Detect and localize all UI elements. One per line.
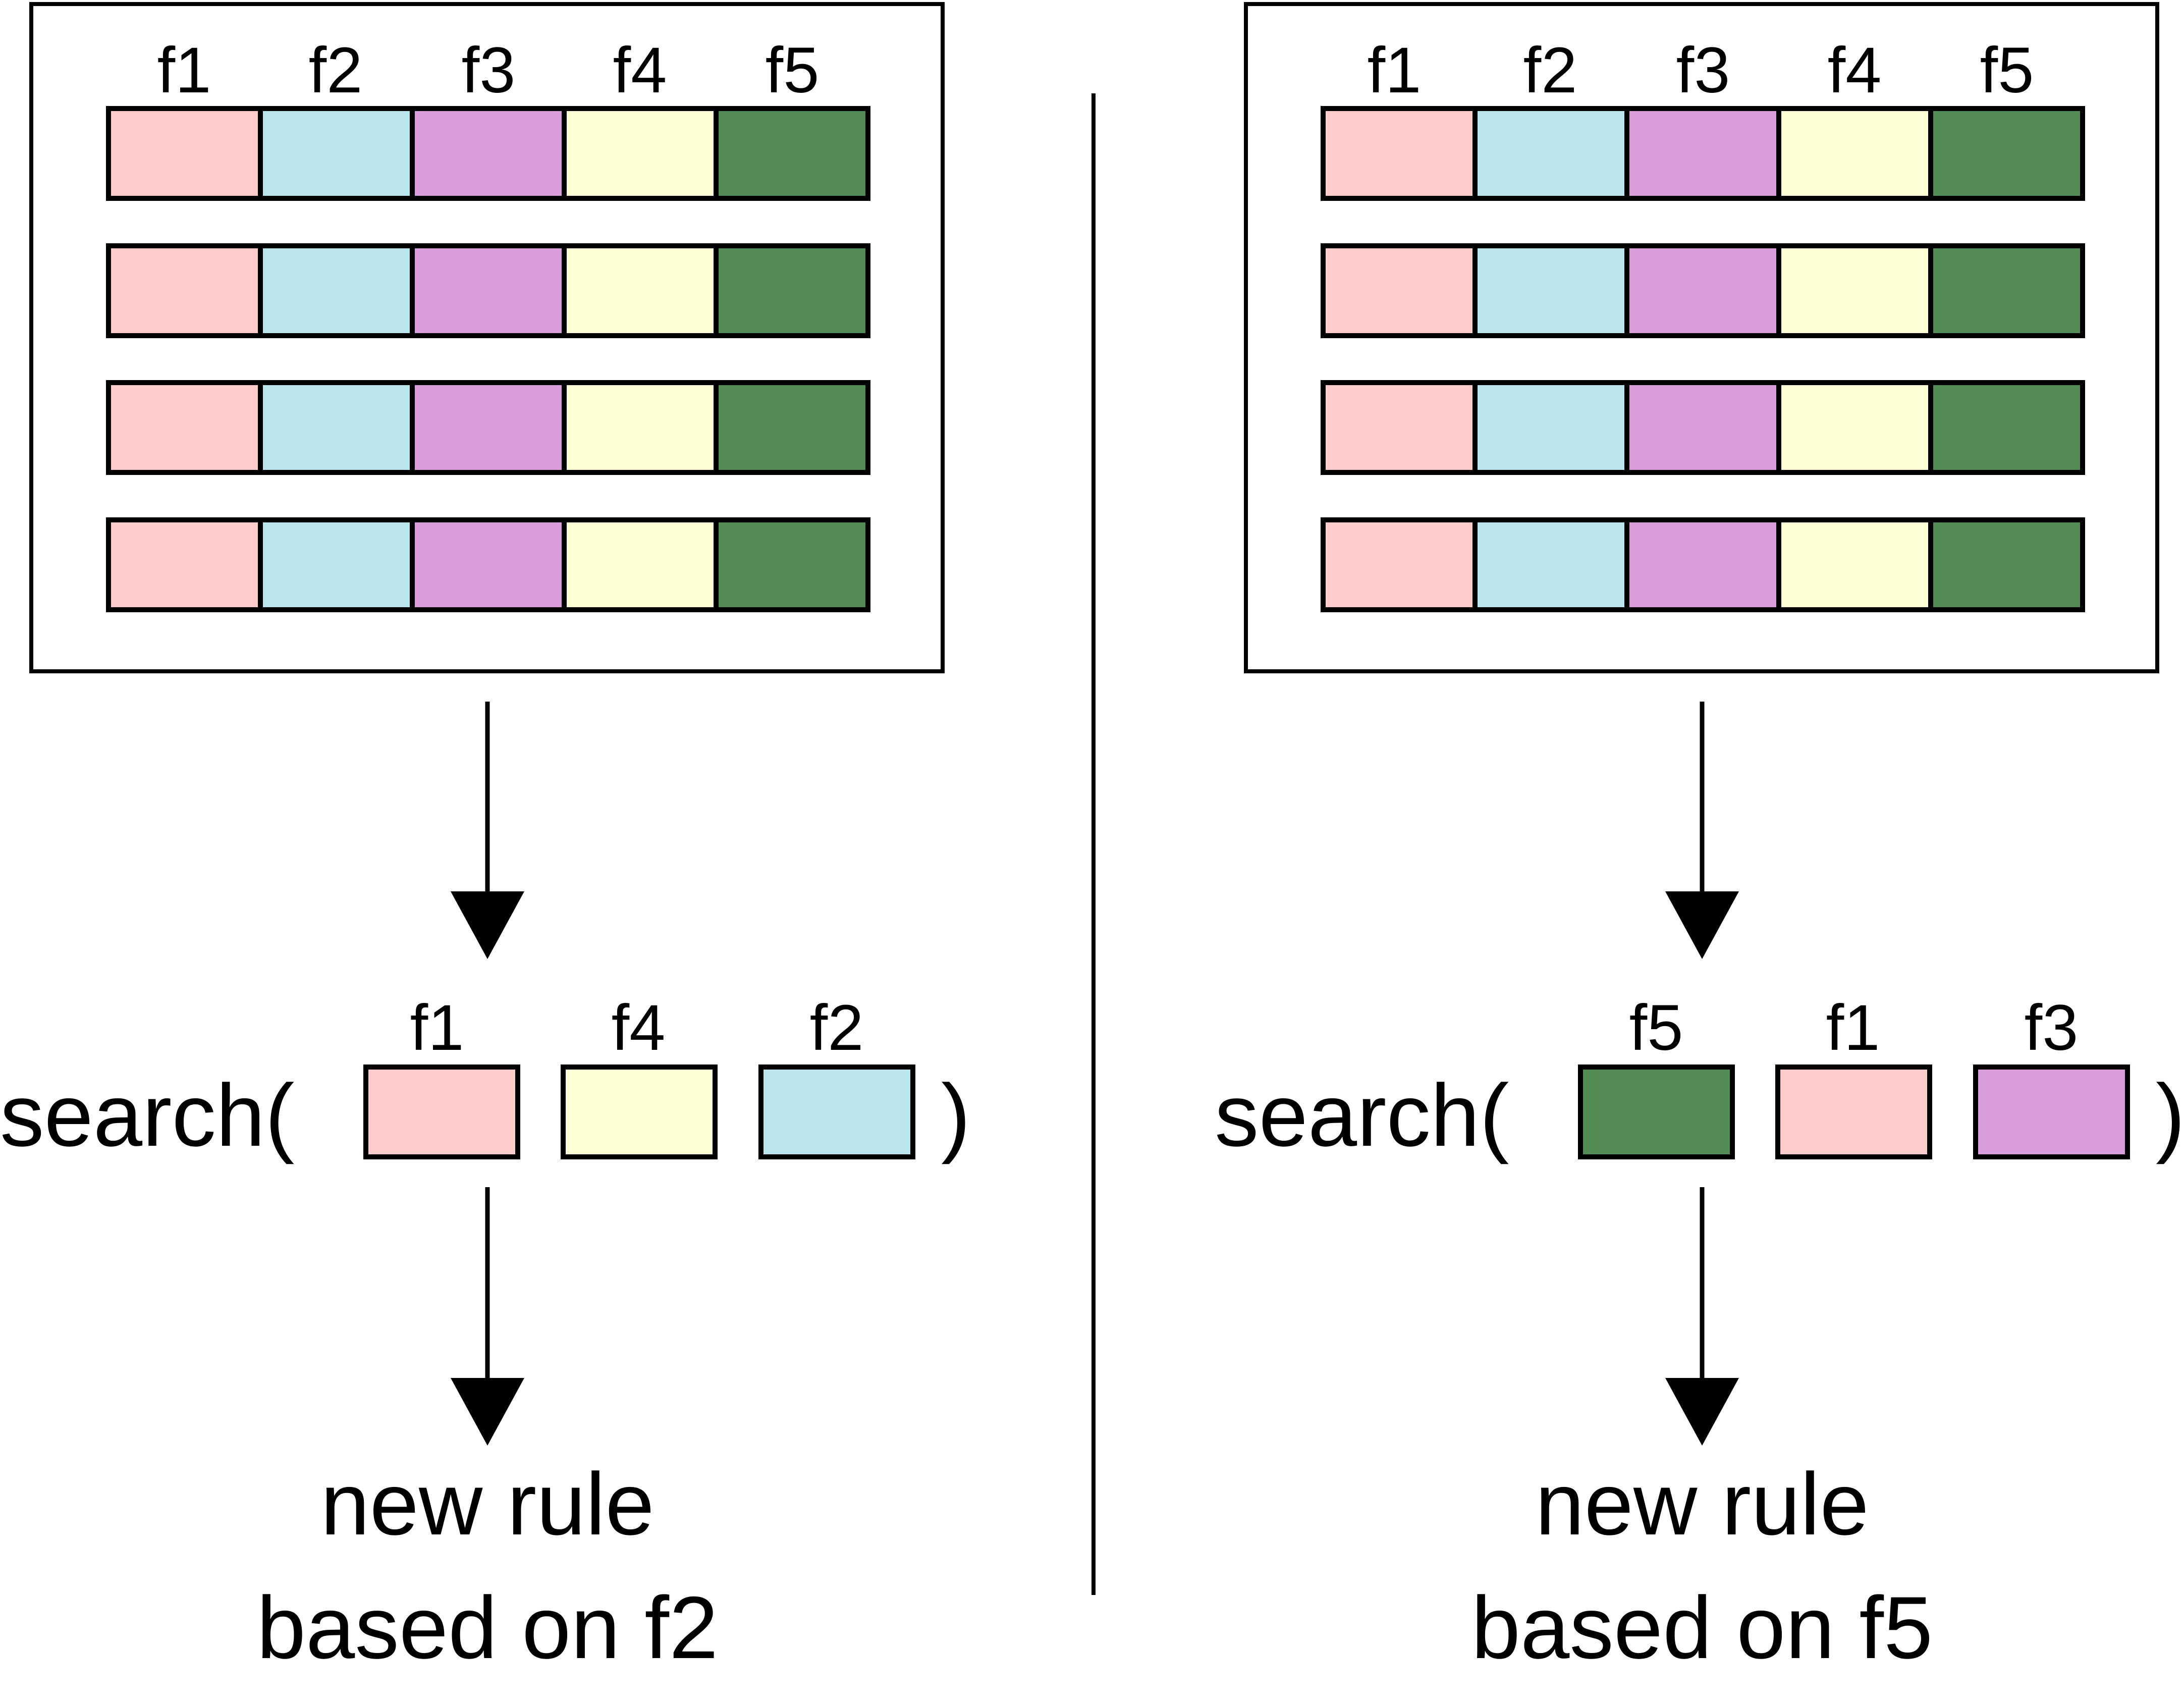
arrow-head [451, 891, 524, 959]
search-feature-label: f5 [1629, 992, 1683, 1064]
data-row [1321, 106, 2085, 201]
arrow-head [1665, 891, 1739, 959]
search-feature-label: f1 [1826, 992, 1880, 1064]
data-row [1321, 243, 2085, 338]
feature-cell-f4 [1776, 243, 1933, 338]
feature-cell-f5 [714, 380, 870, 475]
feature-cell-f2 [1472, 106, 1629, 201]
data-row [1321, 380, 2085, 475]
feature-cell-f3 [410, 243, 567, 338]
feature-cell-f5 [1928, 380, 2085, 475]
feature-header-label: f2 [309, 34, 363, 107]
feature-cell-f5 [1928, 517, 2085, 612]
feature-cell-f5 [714, 517, 870, 612]
feature-cell-f4 [562, 106, 719, 201]
search-feature-label: f2 [810, 992, 864, 1064]
panel-left: f1 f2 f3 f4 f5 [0, 2, 970, 1677]
feature-header-label: f5 [766, 34, 820, 107]
feature-cell-f1 [1321, 106, 1478, 201]
arrow-head [1665, 1378, 1739, 1446]
feature-cell-f5 [1928, 243, 2085, 338]
feature-header-label: f3 [462, 34, 516, 107]
dataset-box [1244, 2, 2159, 673]
feature-header-label: f5 [1980, 34, 2034, 107]
arrow-head [451, 1378, 524, 1446]
panel-right: f1 f2 f3 f4 f5 [1215, 2, 2184, 1677]
feature-cell-f3 [1624, 517, 1781, 612]
search-suffix: ) [2156, 1067, 2184, 1165]
search-cell-f1 [363, 1065, 520, 1159]
search-prefix: search( [1215, 1067, 1509, 1165]
search-feature-label: f1 [410, 992, 464, 1064]
search-cell-f1 [1775, 1065, 1932, 1159]
feature-header-label: f4 [613, 34, 667, 107]
feature-cell-f4 [1776, 380, 1933, 475]
feature-cell-f2 [258, 106, 415, 201]
feature-header-label: f2 [1523, 34, 1577, 107]
feature-cell-f1 [106, 106, 263, 201]
search-prefix: search( [0, 1067, 295, 1165]
feature-header-label: f1 [157, 34, 211, 107]
feature-cell-f2 [258, 517, 415, 612]
search-feature-label: f3 [2025, 992, 2079, 1064]
feature-cell-f5 [714, 243, 870, 338]
feature-cell-f4 [1776, 517, 1933, 612]
feature-cell-f3 [410, 106, 567, 201]
result-line-1: new rule [1535, 1455, 1869, 1554]
feature-cell-f3 [410, 517, 567, 612]
feature-cell-f2 [1472, 243, 1629, 338]
feature-cell-f3 [1624, 243, 1781, 338]
feature-cell-f3 [410, 380, 567, 475]
feature-cell-f3 [1624, 106, 1781, 201]
feature-header-label: f3 [1676, 34, 1730, 107]
feature-cell-f2 [258, 380, 415, 475]
data-row [1321, 517, 2085, 612]
search-suffix: ) [941, 1067, 970, 1165]
feature-cell-f5 [714, 106, 870, 201]
feature-cell-f1 [1321, 517, 1478, 612]
data-row [106, 106, 870, 201]
result-line-1: new rule [320, 1455, 654, 1554]
data-row [106, 380, 870, 475]
feature-cell-f3 [1624, 380, 1781, 475]
feature-cell-f5 [1928, 106, 2085, 201]
feature-cell-f2 [1472, 380, 1629, 475]
dataset-box [29, 2, 945, 673]
feature-cell-f4 [562, 517, 719, 612]
feature-cell-f1 [106, 380, 263, 475]
feature-cell-f4 [562, 380, 719, 475]
search-cell-f2 [758, 1065, 915, 1159]
feature-header-label: f4 [1828, 34, 1882, 107]
data-row [106, 243, 870, 338]
feature-header-label: f1 [1368, 34, 1422, 107]
search-cell-f4 [561, 1065, 718, 1159]
feature-cell-f1 [1321, 380, 1478, 475]
search-cell-f5 [1578, 1065, 1735, 1159]
feature-cell-f4 [1776, 106, 1933, 201]
feature-cell-f1 [106, 243, 263, 338]
feature-cell-f1 [1321, 243, 1478, 338]
result-line-2: based on f2 [257, 1579, 719, 1677]
search-feature-label: f4 [612, 992, 666, 1064]
feature-cell-f2 [1472, 517, 1629, 612]
feature-cell-f2 [258, 243, 415, 338]
search-cell-f3 [1973, 1065, 2130, 1159]
data-row [106, 517, 870, 612]
feature-cell-f1 [106, 517, 263, 612]
result-line-2: based on f5 [1471, 1579, 1933, 1677]
feature-cell-f4 [562, 243, 719, 338]
